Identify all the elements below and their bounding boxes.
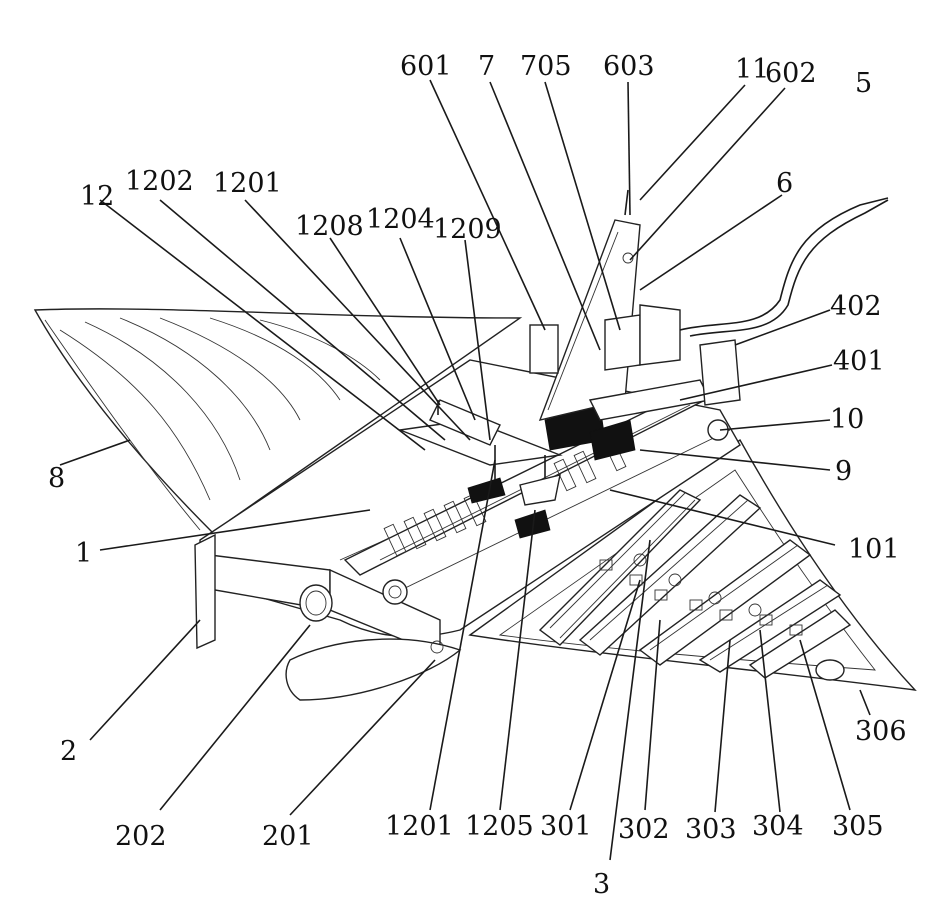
label-2: 2 [60, 736, 77, 767]
label-202: 202 [115, 821, 167, 852]
label-1205: 1205 [465, 811, 534, 842]
label-301: 301 [540, 811, 592, 842]
label-7: 7 [478, 51, 495, 82]
label-1201-top: 1201 [213, 168, 282, 199]
label-1209: 1209 [433, 214, 502, 245]
label-12: 12 [80, 181, 114, 212]
label-101: 101 [848, 534, 900, 565]
label-306: 306 [855, 716, 907, 747]
label-10: 10 [830, 404, 864, 435]
label-8: 8 [48, 463, 65, 494]
label-305: 305 [832, 811, 884, 842]
label-304: 304 [752, 811, 804, 842]
label-402: 402 [830, 291, 882, 322]
label-1204: 1204 [366, 204, 435, 235]
label-3: 3 [593, 869, 610, 900]
label-705: 705 [520, 51, 572, 82]
side-fin [195, 535, 215, 648]
label-401: 401 [833, 346, 885, 377]
label-603: 603 [603, 51, 655, 82]
label-602: 602 [765, 58, 817, 89]
label-601: 601 [400, 51, 452, 82]
label-6: 6 [776, 168, 793, 199]
label-9: 9 [835, 456, 852, 487]
label-1208: 1208 [295, 211, 364, 242]
label-201: 201 [262, 821, 314, 852]
label-1201-bottom: 1201 [385, 811, 454, 842]
mast [530, 190, 710, 420]
label-1202: 1202 [125, 166, 194, 197]
label-1: 1 [75, 538, 92, 569]
label-303: 303 [685, 814, 737, 845]
label-302: 302 [618, 814, 670, 845]
label-5: 5 [855, 68, 872, 99]
